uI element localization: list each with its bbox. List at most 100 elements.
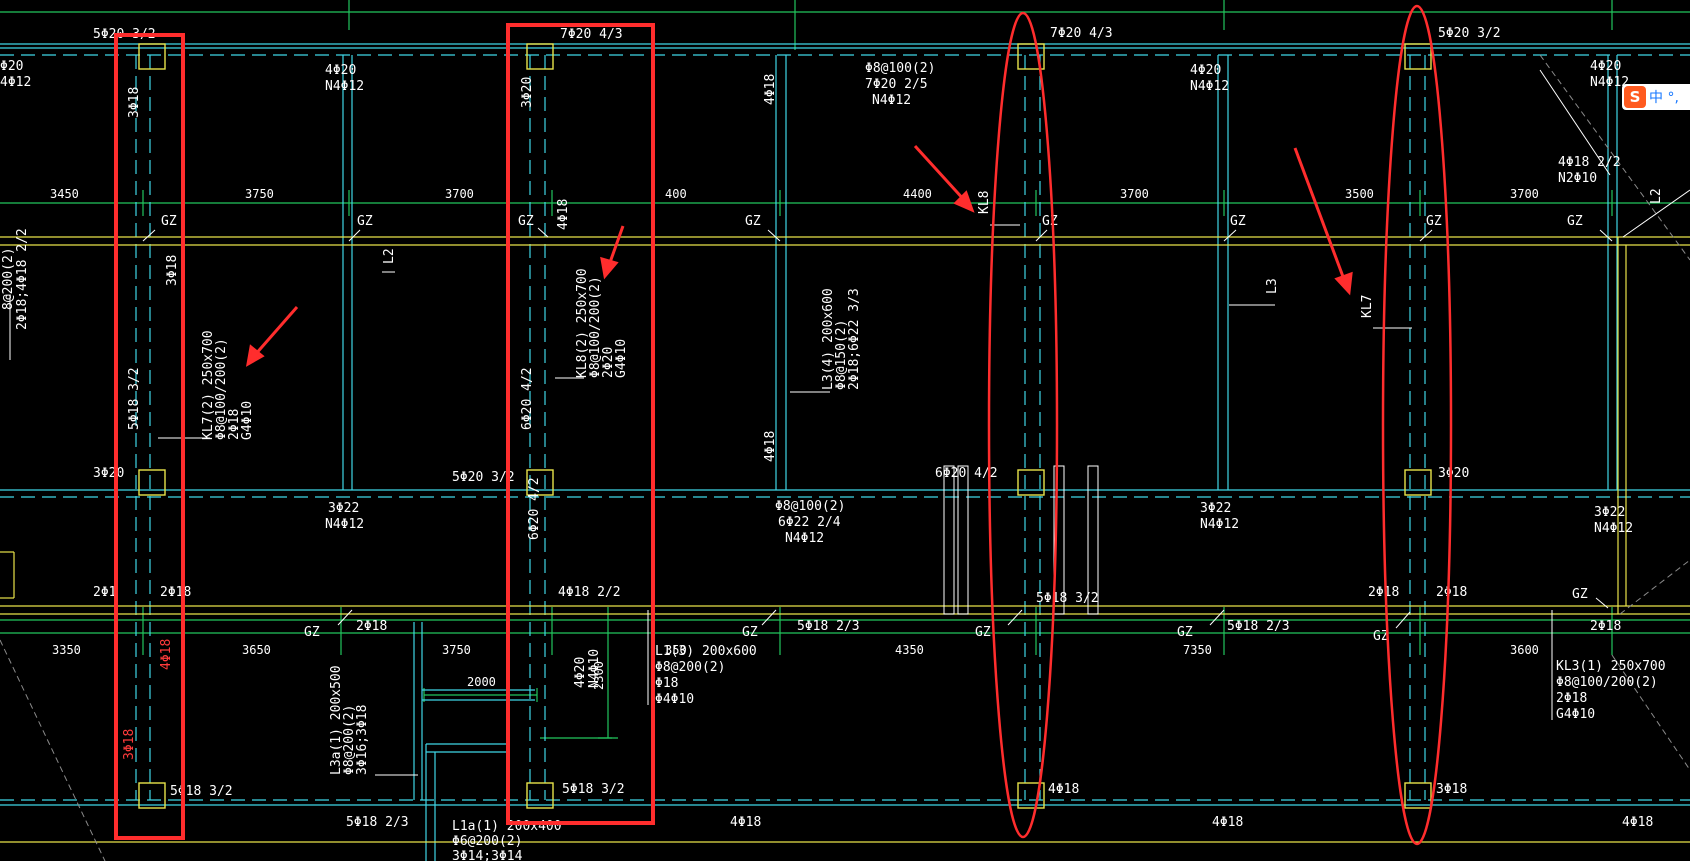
gz-label: GZ — [1373, 629, 1389, 644]
rebar-label: 3Φ20 — [1438, 466, 1469, 481]
rebar-label: 4Φ20 — [1190, 63, 1221, 78]
rebar-label-vertical: 3Φ20 — [520, 77, 535, 108]
column — [138, 43, 166, 70]
rebar-label-vertical: 8@200(2) — [1, 247, 16, 310]
gz-label: GZ — [1572, 587, 1588, 602]
rebar-label: N4Φ12 — [1594, 521, 1633, 536]
gz-markers — [142, 227, 1613, 629]
rebar-label: N4Φ12 — [1200, 517, 1239, 532]
beam-spec-line: KL8(2) 250x700 — [575, 268, 590, 378]
rebar-label: 3Φ22 — [328, 501, 359, 516]
rebar-label-red: 4Φ18 — [159, 639, 174, 670]
column — [1017, 43, 1045, 70]
beam-spec-line: L3a(1) 200x500 — [329, 665, 344, 775]
rebar-label: Φ20 — [0, 59, 23, 74]
highlight-rectangle-left — [114, 33, 185, 840]
column — [138, 782, 166, 809]
rebar-label: 4Φ18 — [1048, 782, 1079, 797]
arrow-icon — [252, 306, 299, 357]
rebar-label: Φ8@100/200(2) — [1556, 675, 1658, 690]
rebar-label-vertical: 4Φ20 — [573, 657, 588, 688]
rebar-label: 2Φ18 — [1436, 585, 1467, 600]
beam-spec-line: 2Φ18;6Φ22 3/3 — [847, 288, 862, 390]
rebar-label-vertical: 5Φ18 3/2 — [127, 367, 142, 430]
rebar-label: 4Φ20 — [1590, 59, 1621, 74]
gz-label: GZ — [161, 214, 177, 229]
rebar-label: 4Φ18 — [1212, 815, 1243, 830]
beam-spec-line: KL7(2) 250x700 — [201, 330, 216, 440]
rebar-label: L1(3) 200x600 — [655, 644, 757, 659]
dimension-label: 3700 — [445, 187, 474, 201]
gz-label: GZ — [1426, 214, 1442, 229]
beam-spec-line: Φ8@150(2) — [834, 320, 849, 390]
rebar-label: 7Φ20 4/3 — [1050, 26, 1113, 41]
rebar-label: 5Φ18 2/3 — [346, 815, 409, 830]
dimension-label: 3750 — [245, 187, 274, 201]
dimension-label: 4350 — [895, 643, 924, 657]
dimension-label: 3350 — [52, 643, 81, 657]
rebar-label: Φ8@100(2) — [865, 61, 935, 76]
gz-label: GZ — [1567, 214, 1583, 229]
dimension-2000: 2000 — [467, 675, 496, 689]
arrow-icon — [913, 144, 968, 204]
ime-toolbar[interactable]: S 中 °, — [1622, 84, 1690, 110]
gz-label: GZ — [304, 625, 320, 640]
rebar-label: Φ18 — [655, 676, 678, 691]
dimension-label: 7350 — [1183, 643, 1212, 657]
dimension-label: 3500 — [1345, 187, 1374, 201]
beam-spec-line: 3Φ16;3Φ18 — [355, 705, 370, 775]
column — [1404, 782, 1432, 809]
arrow-head-icon — [1334, 271, 1353, 296]
beam-lines — [0, 43, 1690, 861]
rebar-label: 5Φ18 2/3 — [797, 619, 860, 634]
sogou-logo-icon[interactable]: S — [1624, 86, 1646, 108]
wall-lines — [0, 236, 1690, 843]
beam-spec-line: G4Φ10 — [240, 401, 255, 440]
dimension-label: 3650 — [242, 643, 271, 657]
rebar-label-vertical: L2 — [382, 248, 397, 264]
highlight-rectangle-middle — [506, 23, 655, 825]
rebar-labels-vertical: 3Φ18 3Φ20 4Φ18 4Φ18 3Φ18 5Φ18 3/2 6Φ20 4/2 4Φ18… — [1, 74, 1664, 688]
rebar-label: Φ8@200(2) — [655, 660, 725, 675]
rebar-label-vertical: 2Φ18;4Φ18 2/2 — [15, 228, 30, 330]
rebar-label: 4Φ18 2/2 — [1558, 155, 1621, 170]
rebar-label: KL3(1) 250x700 — [1556, 659, 1666, 674]
arrow-head-icon — [245, 344, 265, 367]
beam-spec-line: L3(4) 200x600 — [821, 288, 836, 390]
dimension-label: 400 — [665, 187, 687, 201]
rebar-label-vertical: 3Φ18 — [127, 87, 142, 118]
rebar-label: 3Φ22 — [1594, 505, 1625, 520]
rebar-label: 5Φ20 3/2 — [452, 470, 515, 485]
beam-spec-line: G4Φ10 — [614, 339, 629, 378]
rebar-label-vertical: 3Φ18 — [165, 255, 180, 286]
rebar-label: 6Φ22 2/4 — [778, 515, 841, 530]
rebar-label: N2Φ10 — [1558, 171, 1597, 186]
rebar-label-vertical: 4Φ18 — [763, 431, 778, 462]
ime-mode-indicator[interactable]: 中 °, — [1649, 90, 1679, 106]
rebar-label: N4Φ12 — [325, 79, 364, 94]
dimension-label: 3600 — [1510, 643, 1539, 657]
rebar-label-vertical: KL7 — [1360, 295, 1375, 318]
rebar-label-vertical: L3 — [1265, 278, 1280, 294]
rebar-label: N4Φ12 — [1190, 79, 1229, 94]
gz-label: GZ — [742, 625, 758, 640]
arrow-icon — [1293, 147, 1347, 283]
rebar-label: 5Φ20 3/2 — [1438, 26, 1501, 41]
gz-label: GZ — [518, 214, 534, 229]
rebar-label: 7Φ20 4/3 — [560, 27, 623, 42]
red-arrows — [245, 144, 1353, 367]
gz-labels: GZ GZ GZ GZ GZ GZ GZ GZ GZ GZ GZ GZ GZ G… — [161, 214, 1588, 644]
rebar-label: 4Φ18 — [1622, 815, 1653, 830]
rebar-label: 4Φ18 — [730, 815, 761, 830]
rebar-label: 2Φ18 — [1368, 585, 1399, 600]
rebar-label: N4Φ12 — [325, 517, 364, 532]
beam-spec-blocks: KL7(2) 250x700Φ8@100/200(2)2Φ18G4Φ10KL8(… — [201, 268, 862, 775]
rebar-label-vertical: 6Φ20 4/2 — [527, 477, 542, 540]
rebar-label: G4Φ10 — [1556, 707, 1595, 722]
arrow-head-icon — [600, 256, 619, 280]
rebar-label: 4Φ18 2/2 — [558, 585, 621, 600]
